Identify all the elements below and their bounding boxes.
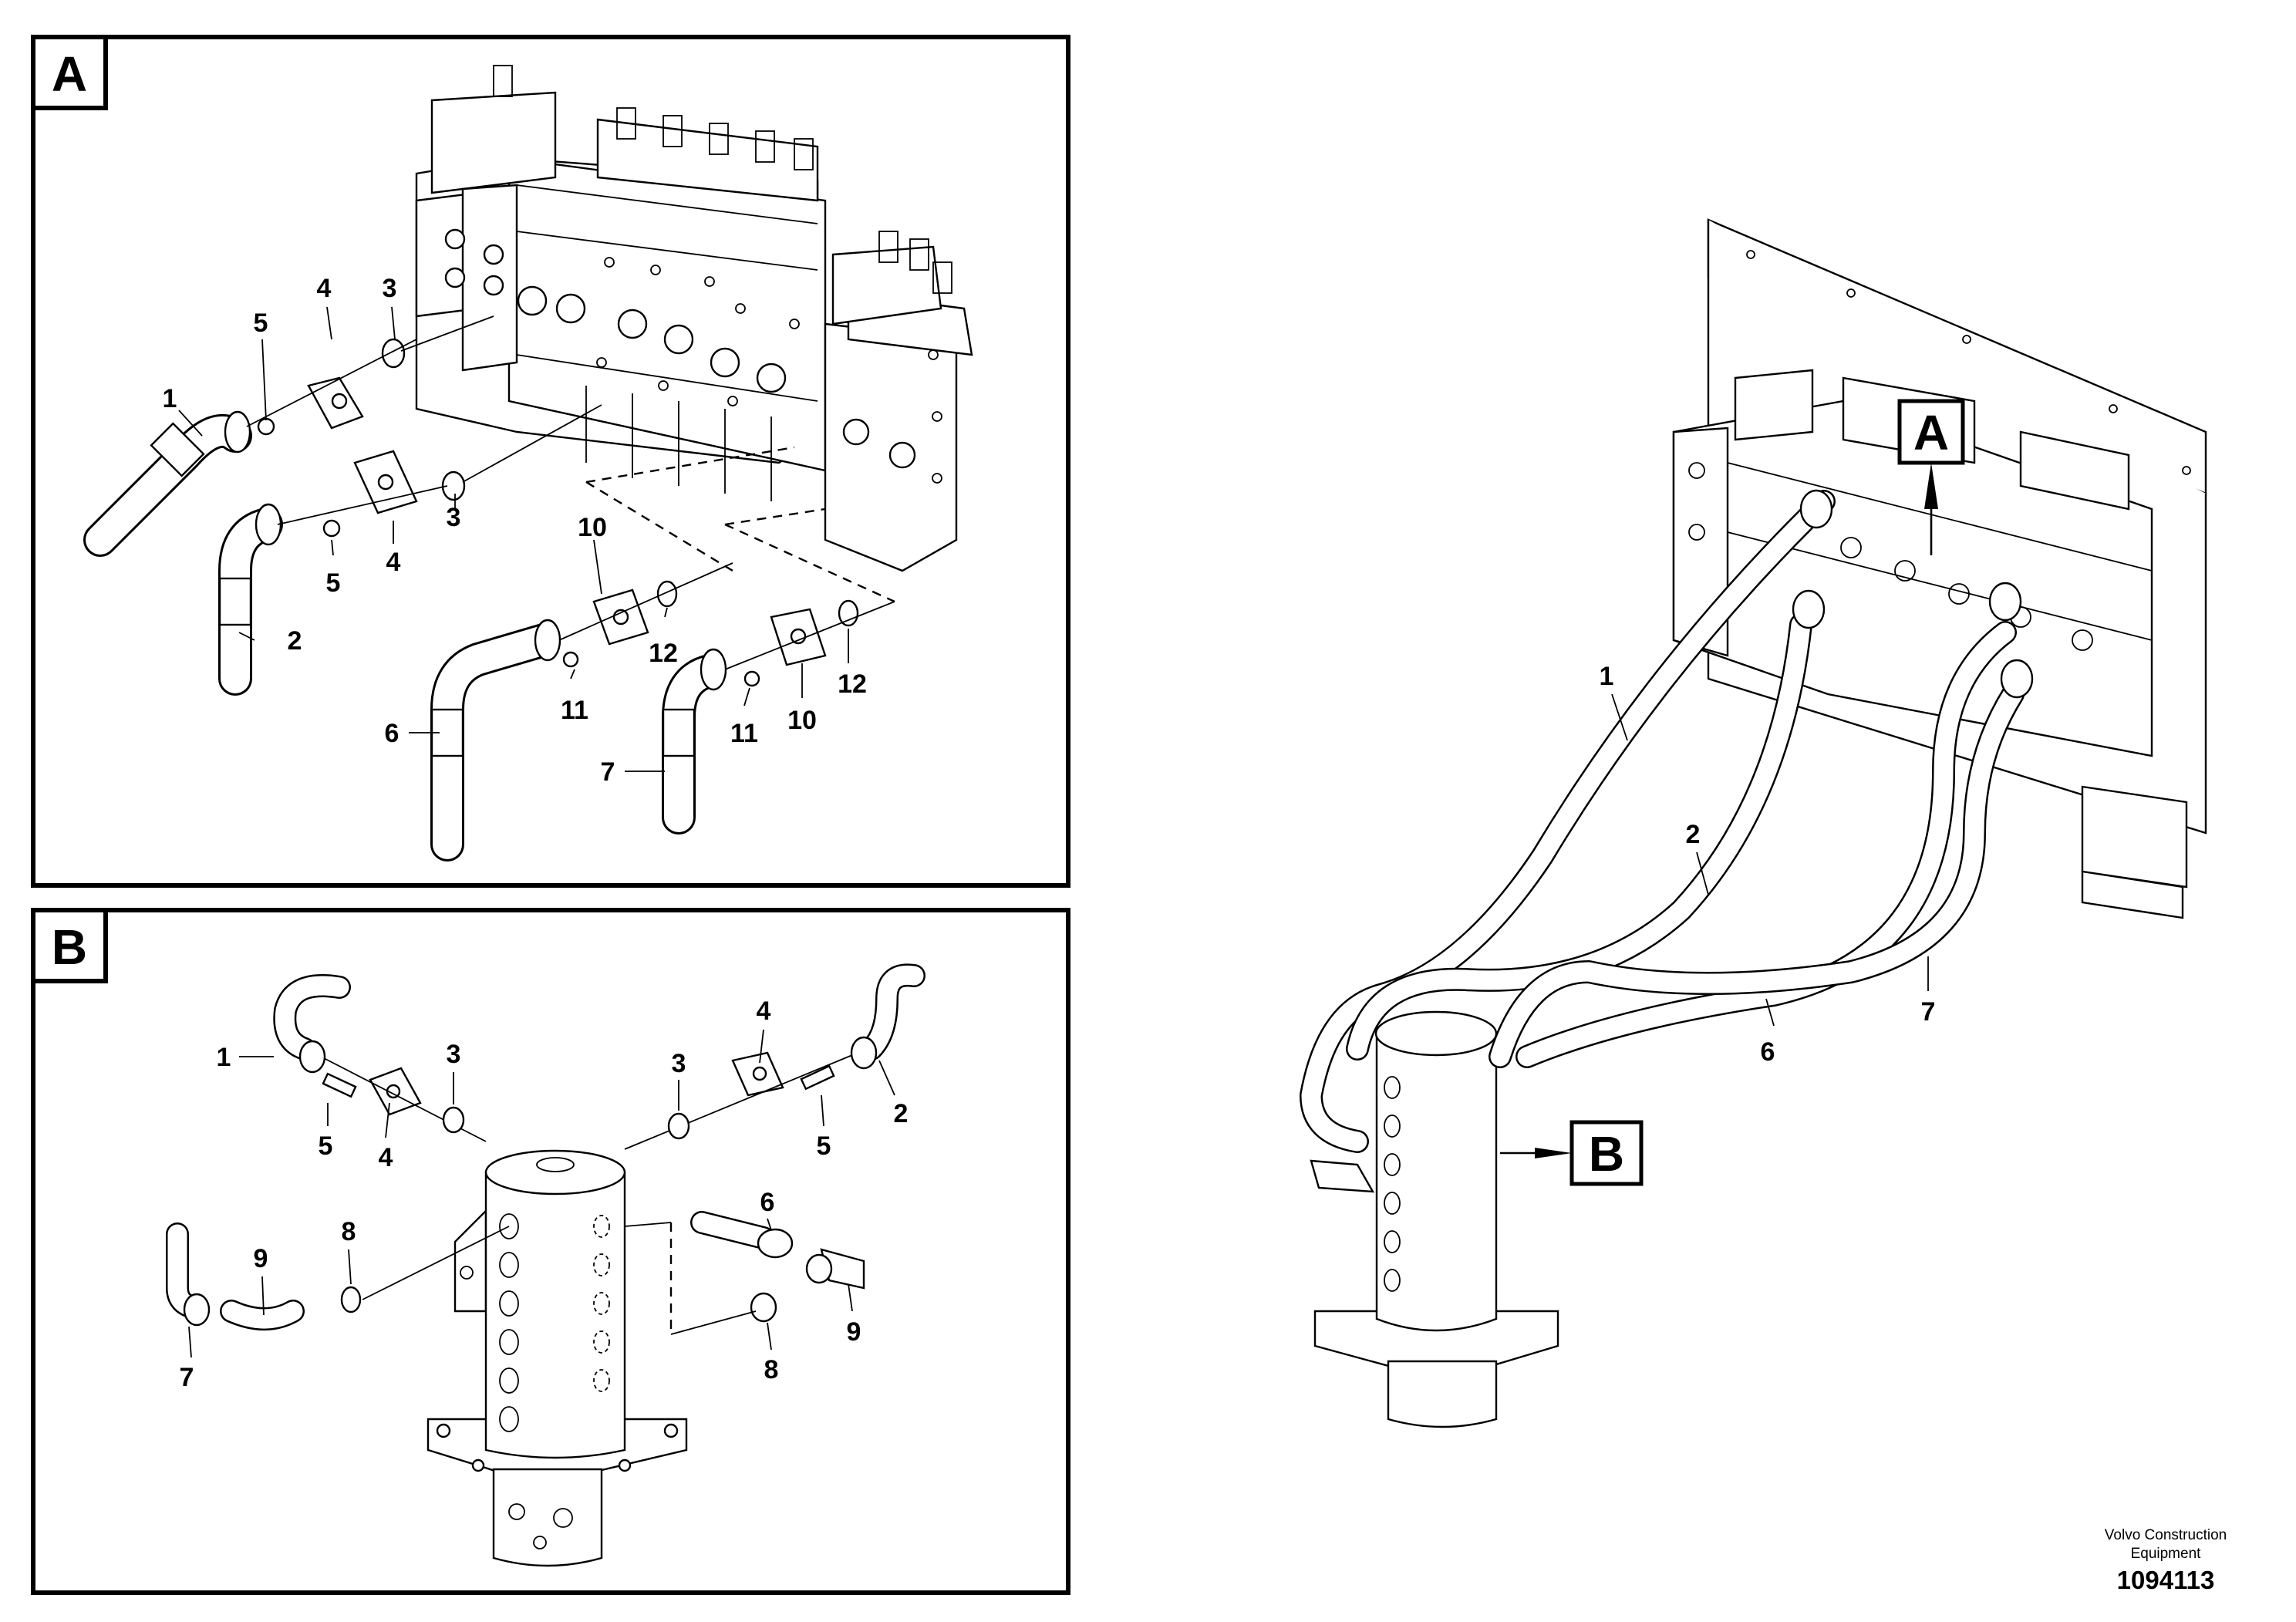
overview-hose-2 (1346, 613, 1812, 1061)
panel-b-label: B (52, 919, 87, 975)
callout-7: 7 (180, 1363, 194, 1392)
footer: Volvo Construction Equipment 1094113 (2105, 1527, 2227, 1594)
callout-8: 8 (342, 1217, 356, 1246)
document-number: 1094113 (2117, 1566, 2215, 1594)
callout-6: 6 (1761, 1037, 1775, 1067)
callout-7: 7 (1921, 997, 1936, 1027)
panel-a-label: A (52, 46, 87, 102)
callout-1: 1 (1600, 662, 1614, 691)
callout-11: 11 (730, 719, 758, 748)
callout-5: 5 (319, 1131, 333, 1161)
callout-10: 10 (787, 706, 817, 735)
callout-4: 4 (757, 996, 771, 1026)
callout-1: 1 (217, 1043, 231, 1072)
callout-11: 11 (561, 696, 588, 725)
overview-marker-b: B (1589, 1126, 1624, 1182)
panel-b: B (31, 908, 1070, 1595)
hose-6-illustration (430, 580, 678, 862)
callout-7: 7 (601, 757, 615, 787)
callout-5: 5 (326, 568, 341, 598)
callout-6: 6 (385, 719, 400, 748)
hose-7-illustration (662, 599, 859, 835)
hose-2-b-illustration (731, 963, 925, 1097)
control-valve-illustration (415, 65, 973, 572)
panel-a-label-box (31, 35, 108, 110)
callout-6: 6 (760, 1188, 775, 1217)
callout-3: 3 (383, 274, 397, 303)
callout-4: 4 (317, 274, 332, 303)
callout-3: 3 (447, 1040, 461, 1069)
callout-2: 2 (288, 626, 302, 656)
callouts-overview: 1 2 6 7 (1600, 662, 1936, 1067)
callout-2: 2 (894, 1099, 909, 1128)
overview-marker-a-box (1897, 399, 1965, 465)
overview-illustration: A B 1 2 6 7 (1300, 218, 2207, 1428)
callout-1: 1 (163, 384, 177, 413)
panel-b-label-box (31, 908, 108, 983)
callout-4: 4 (379, 1143, 393, 1172)
callout-12: 12 (838, 669, 867, 699)
callouts-panel-a: 1 2 3 3 4 4 5 5 6 7 10 10 11 11 (163, 274, 867, 787)
brand-line-1: Volvo Construction (2105, 1527, 2227, 1543)
overview-hose-7 (1489, 683, 2025, 1068)
callout-4: 4 (386, 548, 401, 577)
callout-2: 2 (1686, 820, 1701, 849)
callout-10: 10 (578, 513, 607, 542)
callout-5: 5 (817, 1131, 831, 1161)
callout-5: 5 (254, 309, 268, 338)
panel-a-frame (31, 35, 1070, 888)
hose-1-b-illustration (273, 974, 422, 1116)
callout-9: 9 (254, 1244, 268, 1273)
hose-1-illustration (83, 338, 406, 557)
swivel-joint-illustration (426, 1149, 688, 1567)
overview-hose-1 (1300, 490, 1836, 1153)
overview-marker-b-box (1569, 1120, 1644, 1186)
hose-2-illustration (218, 450, 466, 696)
overview-marker-a: A (1913, 405, 1949, 460)
callout-12: 12 (649, 639, 678, 668)
callout-3: 3 (447, 503, 461, 532)
callouts-panel-b: 1 2 3 3 4 4 5 5 6 7 8 8 9 9 (180, 996, 909, 1392)
callout-8: 8 (764, 1355, 779, 1384)
brand-line-2: Equipment (2131, 1546, 2202, 1562)
callout-9: 9 (847, 1317, 861, 1347)
callout-3: 3 (672, 1049, 686, 1078)
overview-hose-6 (1515, 621, 2017, 1068)
panel-a: A (31, 35, 1070, 888)
panel-b-frame (31, 908, 1070, 1595)
